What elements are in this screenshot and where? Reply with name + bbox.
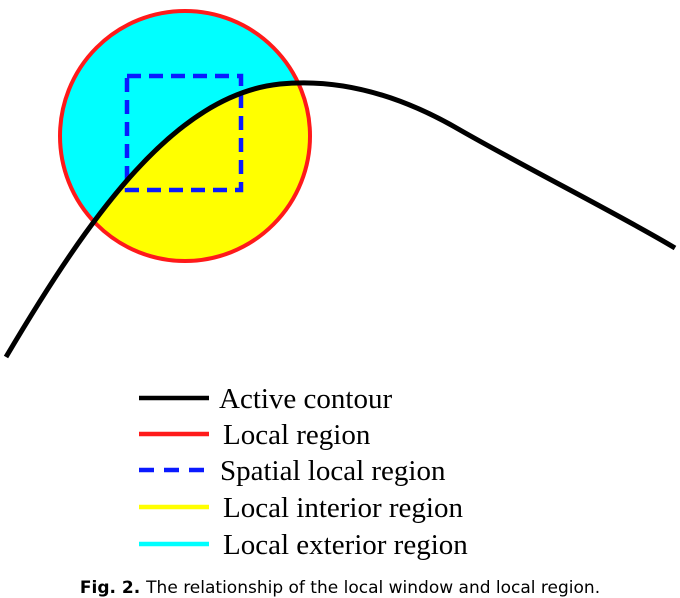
figure-label: Fig. 2.	[79, 578, 141, 598]
legend: Active contour Local region Spatial loca…	[139, 383, 468, 561]
legend-item-local-interior-region: Local interior region	[139, 492, 463, 524]
legend-item-local-region: Local region	[139, 419, 371, 451]
active-contour-curve	[3, 80, 677, 359]
legend-item-spatial-local-region: Spatial local region	[139, 455, 446, 487]
legend-item-active-contour: Active contour	[139, 383, 392, 415]
legend-label-local-interior-region: Local interior region	[223, 492, 463, 524]
legend-label-local-exterior-region: Local exterior region	[223, 529, 468, 561]
legend-label-spatial-local-region: Spatial local region	[220, 455, 446, 487]
legend-label-local-region: Local region	[223, 419, 371, 451]
local-interior-region	[60, 82, 310, 261]
spatial-local-region-box	[124, 73, 244, 193]
local-region-circle	[58, 9, 312, 263]
legend-label-active-contour: Active contour	[219, 383, 392, 415]
figure-caption-text: The relationship of the local window and…	[146, 578, 601, 598]
figure-caption: Fig. 2.The relationship of the local win…	[0, 578, 680, 598]
legend-item-local-exterior-region: Local exterior region	[139, 529, 468, 561]
